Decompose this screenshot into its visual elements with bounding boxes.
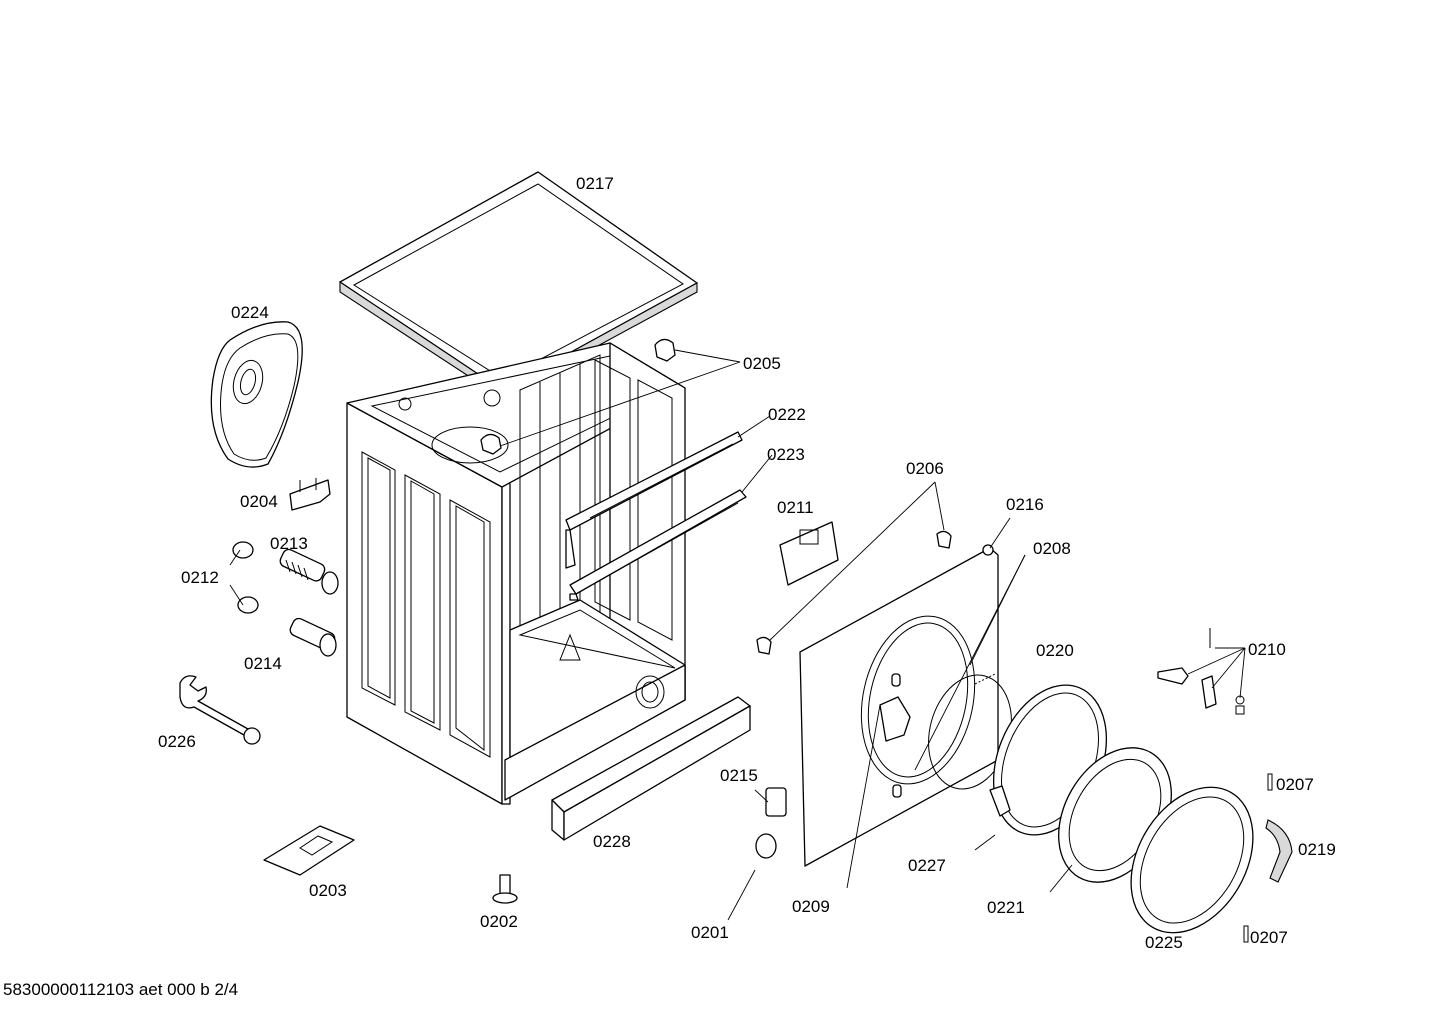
part-0203-plate	[263, 825, 355, 876]
part-0224-rear-cover	[210, 321, 303, 468]
label-0207-upper: 0207	[1276, 775, 1314, 794]
label-0223: 0223	[767, 445, 805, 464]
label-0217: 0217	[576, 174, 614, 193]
part-0214-damper	[289, 617, 337, 657]
callout-labels: 0217 0224 0205 0222 0223 0206 0216 0211 …	[158, 174, 1336, 952]
drawing-reference-footer: 58300000112103 aet 000 b 2/4	[3, 980, 239, 999]
label-0207-lower: 0207	[1250, 928, 1288, 947]
label-0212: 0212	[181, 568, 219, 587]
part-0223-rail	[569, 489, 747, 601]
label-0228: 0228	[593, 832, 631, 851]
label-0224: 0224	[231, 303, 269, 322]
label-0205: 0205	[743, 354, 781, 373]
label-0216: 0216	[1006, 495, 1044, 514]
label-0201: 0201	[691, 923, 729, 942]
label-0211: 0211	[777, 498, 814, 517]
label-0209: 0209	[792, 897, 830, 916]
part-0215-switch	[765, 787, 787, 817]
part-0205-clip	[480, 338, 676, 455]
part-0216-front-panel	[799, 544, 999, 867]
part-0228-plinth	[551, 696, 751, 841]
part-0204-bracket	[289, 478, 331, 511]
part-0211-door-lock	[779, 521, 839, 586]
label-0210: 0210	[1248, 640, 1286, 659]
label-0203: 0203	[309, 881, 347, 900]
part-0210-hinge-set	[1157, 628, 1245, 715]
label-0204: 0204	[240, 492, 278, 511]
label-0214: 0214	[244, 654, 282, 673]
part-0213-damper	[279, 548, 339, 595]
label-0206: 0206	[906, 459, 944, 478]
part-0212-foot	[232, 541, 259, 614]
label-0225: 0225	[1145, 933, 1183, 952]
part-0219-handle	[1265, 819, 1293, 883]
label-0215: 0215	[720, 766, 758, 785]
part-0206-clip	[756, 530, 952, 655]
label-0227: 0227	[908, 856, 946, 875]
part-0201-knob	[755, 833, 777, 859]
label-0213: 0213	[270, 534, 308, 553]
part-0202-screw	[492, 874, 518, 904]
label-0208: 0208	[1033, 539, 1071, 558]
label-0220: 0220	[1036, 641, 1074, 660]
label-0221: 0221	[987, 898, 1025, 917]
label-0222: 0222	[768, 405, 806, 424]
part-0225-door-ring	[1130, 786, 1254, 934]
part-0207-pin	[1243, 773, 1273, 943]
part-0226-wrench	[179, 675, 261, 745]
leader-lines	[229, 349, 1246, 921]
part-0222-rail	[565, 431, 743, 569]
part-cabinet	[346, 342, 686, 805]
label-0219: 0219	[1298, 840, 1336, 859]
label-0226: 0226	[158, 732, 196, 751]
label-0202: 0202	[480, 912, 518, 931]
